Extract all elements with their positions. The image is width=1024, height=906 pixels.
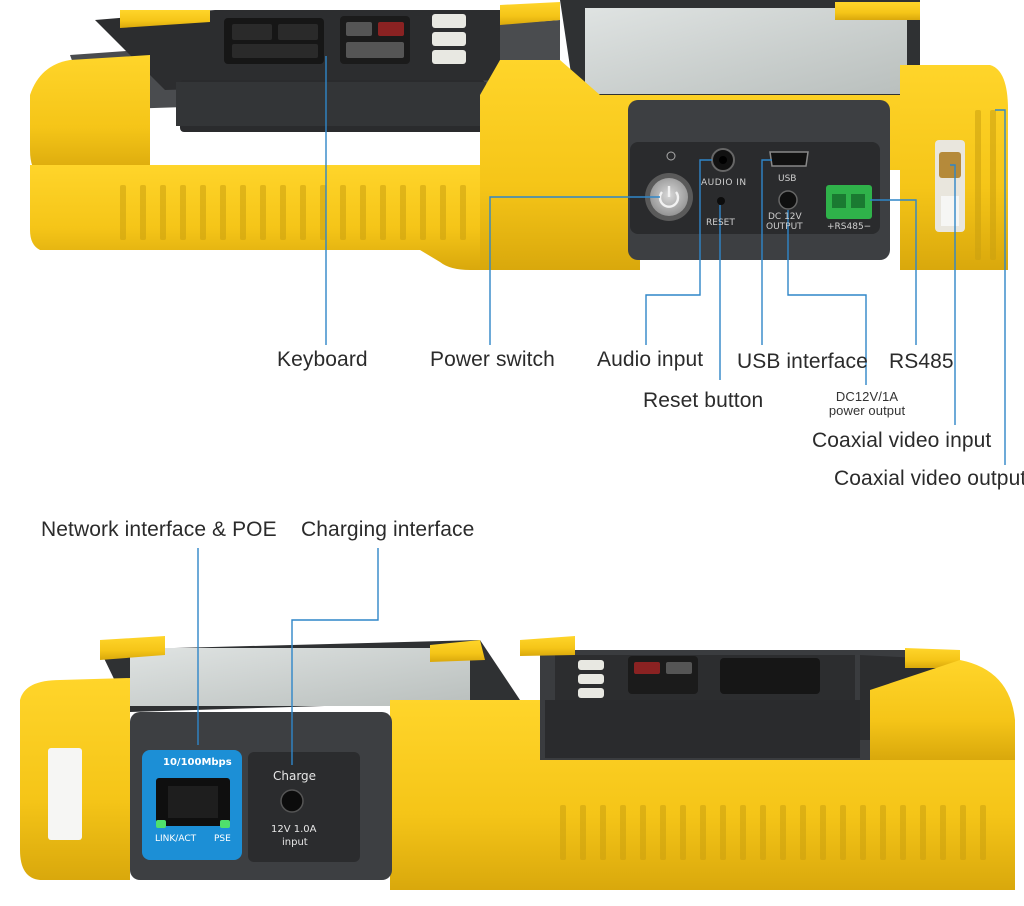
rs485-terminal [826, 185, 872, 219]
label-charge: Charge [273, 769, 317, 783]
bottom-keyboard-module [545, 700, 860, 758]
label-usb: USB [778, 174, 797, 184]
label-dc-output: OUTPUT [766, 222, 803, 232]
label-charge-spec-1: 12V 1.0A [271, 824, 317, 835]
callout-dc-line2: power output [828, 403, 906, 418]
callout-charging-interface: Charging interface [301, 518, 475, 541]
label-dc12v: DC 12V [768, 212, 802, 222]
label-charge-spec-2: input [282, 837, 308, 848]
callout-network-interface: Network interface & POE [41, 518, 277, 541]
label-link-act: LINK/ACT [155, 834, 197, 844]
bottom-screen [130, 648, 470, 706]
bottom-callout-lines [197, 548, 379, 765]
dc-output-jack [778, 190, 798, 210]
bottom-device [20, 636, 1015, 890]
callout-audio-input: Audio input [597, 348, 704, 371]
label-reset: RESET [706, 218, 735, 228]
callout-usb-interface: USB interface [737, 350, 868, 373]
top-device [30, 0, 1008, 270]
callout-dc-power-output: DC12V/1A power output [826, 390, 908, 418]
callout-keyboard: Keyboard [277, 348, 368, 371]
label-rs485: +RS485− [827, 222, 872, 232]
label-speed: 10/100Mbps [163, 757, 232, 768]
callout-coaxial-video-input: Coaxial video input [812, 429, 992, 452]
callout-rs485: RS485 [889, 350, 954, 373]
bottom-bumper [390, 700, 1015, 890]
charge-jack [280, 789, 304, 813]
top-screen [585, 8, 907, 94]
callout-power-switch: Power switch [430, 348, 555, 371]
usb-port [769, 151, 809, 167]
callout-reset-button: Reset button [643, 389, 764, 412]
reset-hole [717, 197, 725, 205]
label-audio-in: AUDIO IN [701, 178, 747, 188]
label-pse: PSE [214, 834, 231, 844]
top-callout-lines [325, 56, 1006, 465]
callout-dc-line1: DC12V/1A [835, 389, 899, 404]
callout-coaxial-video-output: Coaxial video output [834, 467, 1024, 490]
